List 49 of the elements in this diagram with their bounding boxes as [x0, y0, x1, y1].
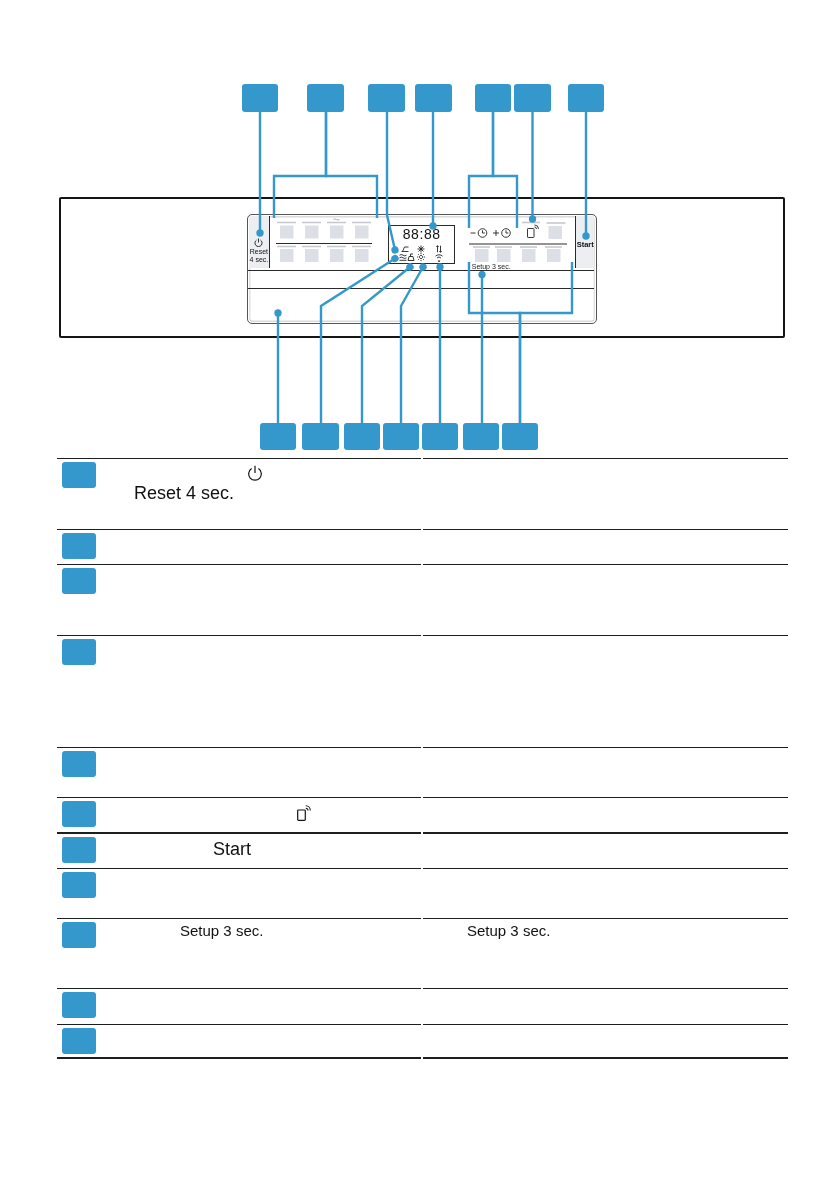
callout-marker	[62, 992, 96, 1018]
leader-line	[518, 262, 574, 423]
description-text: Setup 3 sec.	[467, 922, 551, 939]
leader-line	[274, 309, 282, 423]
leader-line	[528, 112, 537, 223]
callout-marker	[242, 84, 278, 112]
callout-marker	[422, 423, 458, 450]
leader-line	[436, 263, 444, 423]
leader-line	[399, 263, 427, 423]
callout-marker	[62, 922, 96, 948]
callout-marker	[260, 423, 296, 450]
display-digits: 88:88	[401, 227, 442, 243]
callout-marker	[368, 84, 405, 112]
callout-marker	[475, 84, 511, 112]
leader-line	[360, 263, 414, 423]
callout-marker	[62, 751, 96, 777]
callout-marker	[463, 423, 499, 450]
callout-marker	[502, 423, 538, 450]
description-text: Reset 4 sec.	[134, 483, 235, 503]
callout-marker	[344, 423, 380, 450]
leader-line	[491, 112, 519, 228]
appliance-fascia	[59, 197, 785, 338]
callout-marker	[62, 462, 96, 488]
leader-line	[429, 112, 437, 230]
callout-marker	[383, 423, 419, 450]
lcd-display	[388, 225, 456, 265]
callout-marker	[62, 639, 96, 665]
description-text: Start	[213, 839, 251, 859]
panel-key	[575, 216, 595, 269]
callout-marker	[62, 837, 96, 863]
callout-marker	[62, 1028, 96, 1054]
callout-marker	[62, 801, 96, 827]
description-text: Setup 3 sec.	[180, 922, 264, 939]
leader-line	[256, 112, 264, 237]
callout-marker	[62, 568, 96, 594]
leader-line	[385, 112, 399, 254]
callout-marker	[568, 84, 604, 112]
callout-marker	[415, 84, 452, 112]
callout-marker	[307, 84, 344, 112]
callout-marker	[62, 533, 96, 559]
leader-line	[478, 270, 486, 423]
control-panel	[246, 213, 597, 324]
panel-key	[248, 216, 271, 269]
callout-marker	[302, 423, 339, 450]
leader-line	[324, 112, 379, 218]
callout-marker	[62, 872, 96, 898]
leader-line	[319, 254, 399, 423]
leader-line	[582, 112, 590, 240]
callout-marker	[514, 84, 551, 112]
